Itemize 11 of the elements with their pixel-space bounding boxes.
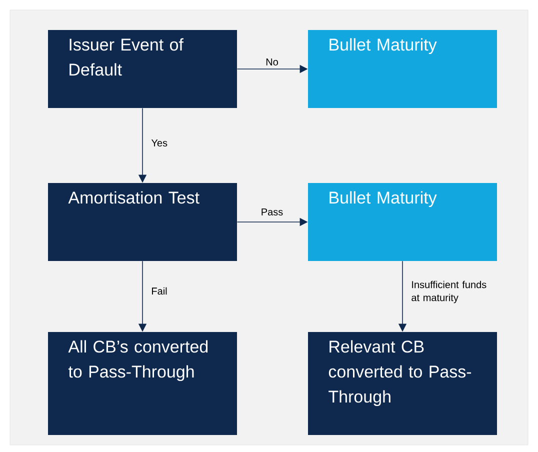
edge-label: Pass [262, 208, 283, 216]
process-box: Bullet Maturity [308, 183, 497, 261]
edge-label: Fail [152, 287, 167, 295]
edge-label: No [266, 58, 278, 66]
process-box: Relevant CB converted to Pass-Through [308, 332, 497, 435]
edge-label: Yes [151, 140, 168, 146]
edge-label: Insufficient funds at maturity [412, 280, 486, 304]
process-box: Amortisation Test [48, 183, 237, 261]
process-box: Bullet Maturity [308, 30, 497, 108]
process-box: Issuer Event of Default [48, 30, 237, 108]
process-box: All CB’s converted to Pass-Through [48, 332, 237, 435]
